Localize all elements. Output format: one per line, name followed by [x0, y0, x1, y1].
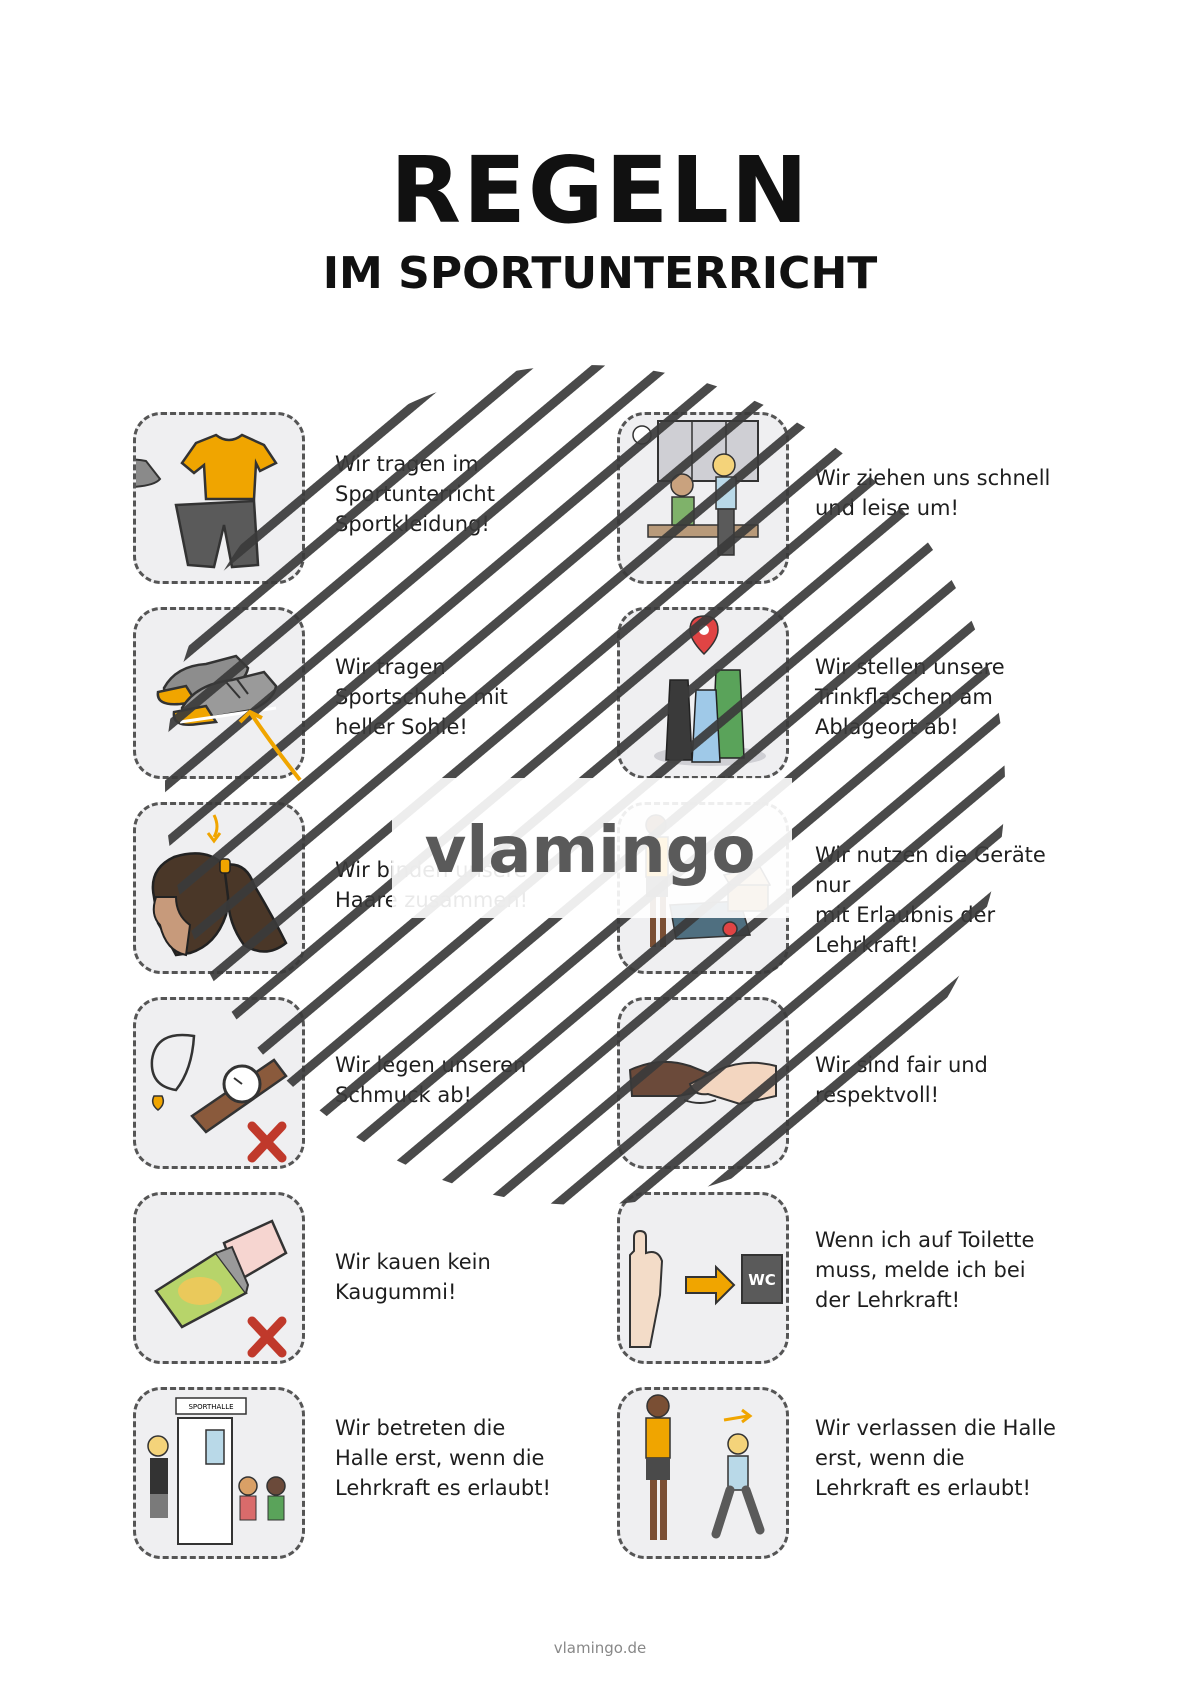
card-toilet: WC	[617, 1192, 789, 1364]
jewelry-icon	[150, 1033, 288, 1163]
rule-text: Wir legen unseren Schmuck ab!	[335, 1053, 527, 1107]
card-gym-door: SPORTHALLE	[133, 1387, 305, 1559]
rule-text: Wir binden unsere Haare zusammen!	[335, 858, 528, 912]
rule-text: Wir nutzen die Geräte nur mit Erlaubnis …	[815, 843, 1046, 957]
gym-sign-label: SPORTHALLE	[188, 1403, 233, 1411]
leaving-hall-icon	[645, 1394, 765, 1540]
wc-sign-label: WC	[748, 1271, 776, 1289]
rule-text: Wir tragen im Sportunterricht Sportkleid…	[335, 452, 495, 536]
rule-text: Wir verlassen die Halle erst, wenn die L…	[815, 1416, 1056, 1500]
card-leaving-hall	[617, 1387, 789, 1559]
card-sneakers	[133, 607, 305, 779]
ponytail-icon	[151, 814, 288, 957]
rule-text: Wir sind fair und respektvoll!	[815, 1053, 988, 1107]
toilet-sign-icon: WC	[629, 1229, 783, 1348]
locker-room-icon	[632, 420, 759, 556]
rule-text: Wir ziehen uns schnell und leise um!	[815, 466, 1051, 520]
card-sportswear	[133, 412, 305, 584]
card-ponytail	[133, 802, 305, 974]
footer-site: vlamingo.de	[553, 1639, 647, 1657]
rule-text: Wir kauen kein Kaugummi!	[335, 1250, 491, 1304]
card-locker-room	[617, 412, 789, 584]
gym-door-icon: SPORTHALLE	[147, 1397, 286, 1545]
card-jewelry	[133, 997, 305, 1169]
page-subtitle: IM SPORTUNTERRICHT	[322, 248, 878, 299]
chewing-gum-icon	[154, 1219, 288, 1358]
page-title: REGELN	[390, 137, 810, 244]
card-handshake	[617, 997, 789, 1169]
water-bottles-icon	[654, 615, 766, 766]
sneakers-icon	[156, 654, 278, 726]
gym-equipment-icon	[645, 814, 772, 947]
rule-text: Wir stellen unsere Trinkflaschen am Abla…	[815, 655, 1005, 739]
sportswear-icon	[136, 433, 278, 569]
card-gym-equipment	[617, 802, 789, 974]
handshake-icon	[628, 1060, 777, 1106]
rule-text: Wir betreten die Halle erst, wenn die Le…	[335, 1416, 551, 1500]
card-water-bottles	[617, 607, 789, 779]
rule-text: Wenn ich auf Toilette muss, melde ich be…	[815, 1228, 1035, 1312]
card-chewing-gum	[133, 1192, 305, 1364]
rule-text: Wir tragen Sportschuhe mit heller Sohle!	[335, 655, 508, 739]
